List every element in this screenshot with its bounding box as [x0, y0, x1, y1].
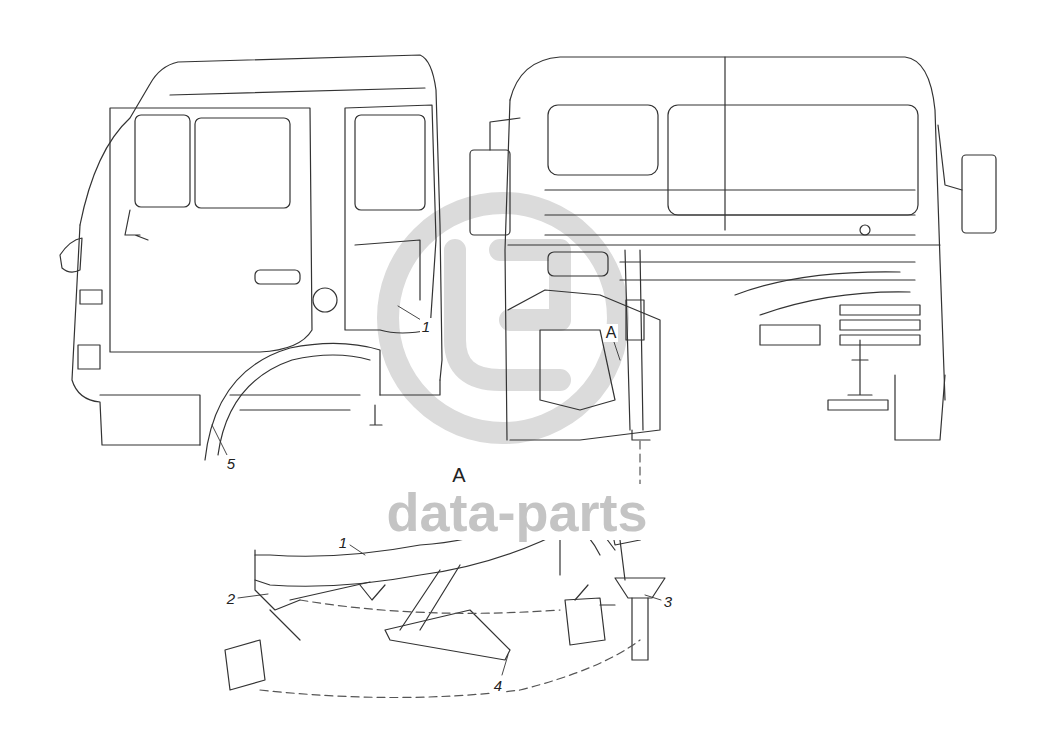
leader-line: [212, 306, 661, 675]
callout-number: 1: [337, 534, 349, 551]
watermark-logo: [388, 203, 618, 433]
callout-number: 4: [492, 677, 504, 694]
callout-number: 3: [662, 593, 674, 610]
cab-side-view: [60, 55, 442, 460]
view-title: A: [450, 464, 467, 486]
callout-number: 1: [420, 318, 432, 335]
watermark: data-parts: [384, 484, 649, 540]
cab-front-view: [470, 57, 996, 440]
callout-number: 5: [225, 455, 237, 472]
callout-number: 2: [225, 590, 237, 607]
dashed-outline: [260, 440, 640, 698]
view-marker: A: [604, 324, 619, 342]
